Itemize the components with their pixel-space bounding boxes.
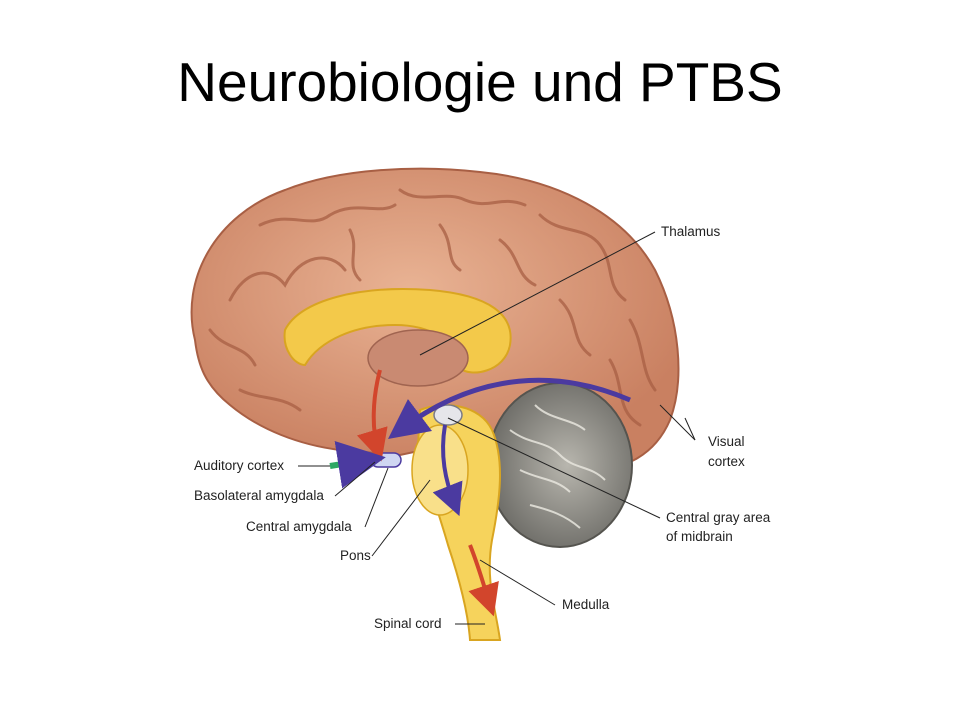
label-visual-cortex-line1: Visual xyxy=(708,434,745,449)
central-gray-shape xyxy=(433,404,463,426)
label-spinal-cord: Spinal cord xyxy=(374,616,442,631)
label-pons: Pons xyxy=(340,548,371,563)
label-basolateral-amygdala: Basolateral amygdala xyxy=(194,488,324,503)
label-central-gray-line2: of midbrain xyxy=(666,529,733,544)
label-auditory-cortex: Auditory cortex xyxy=(194,458,284,473)
pathway-green xyxy=(329,440,386,489)
slide-title: Neurobiologie und PTBS xyxy=(177,51,783,113)
label-medulla: Medulla xyxy=(562,597,610,612)
label-thalamus: Thalamus xyxy=(661,224,721,239)
label-central-amygdala: Central amygdala xyxy=(246,519,352,534)
pons-shape xyxy=(411,424,469,516)
thalamus-shape xyxy=(367,329,469,387)
pathway-red-down xyxy=(468,544,499,617)
pathway-blue-down xyxy=(432,424,463,517)
label-central-gray-line1: Central gray area xyxy=(666,510,771,525)
leader-lines xyxy=(298,231,696,625)
pathway-blue-visual xyxy=(387,377,631,439)
amygdala-shape xyxy=(370,452,402,468)
cerebellum xyxy=(487,382,633,548)
cerebellum-folia xyxy=(509,404,606,529)
label-visual-cortex-line2: cortex xyxy=(708,454,745,469)
